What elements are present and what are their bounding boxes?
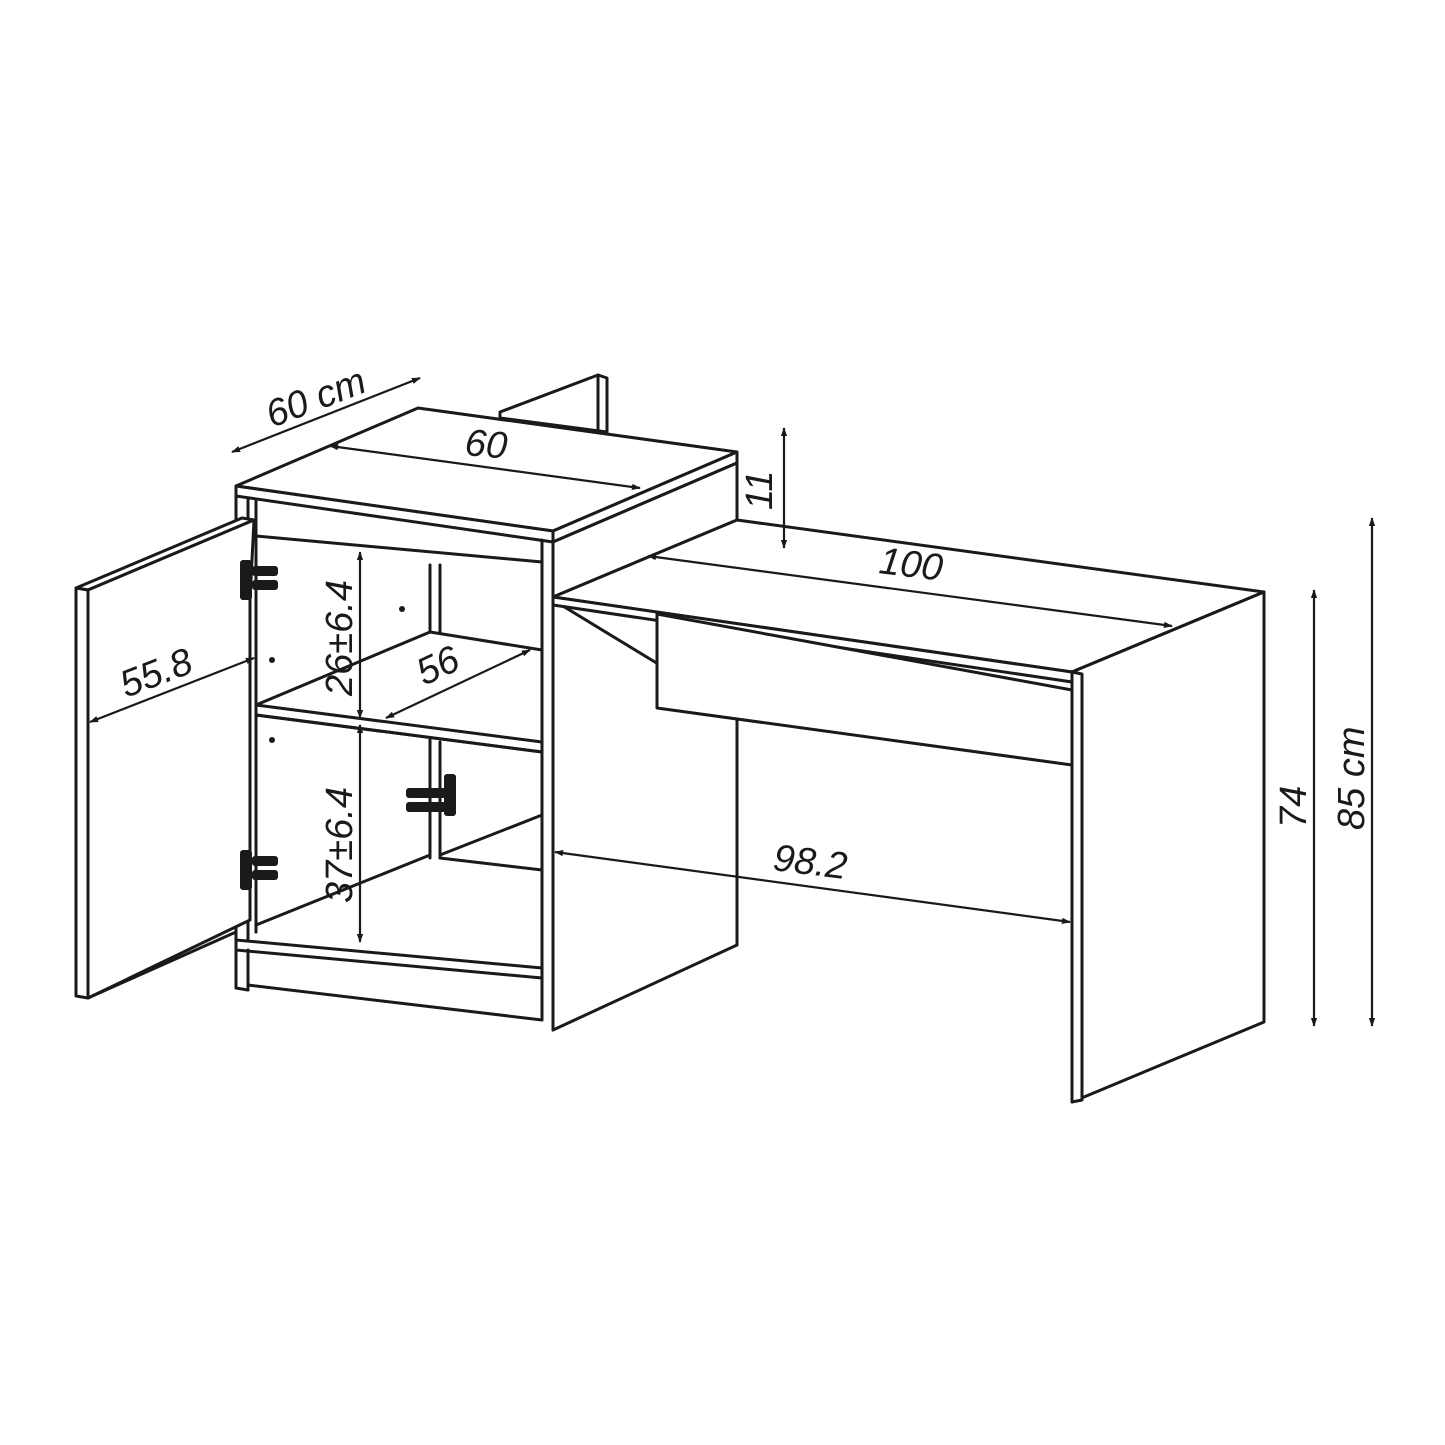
hinge-icon xyxy=(240,560,278,600)
cabinet-depth-label: 60 cm xyxy=(260,360,372,436)
shelf-pin-holes xyxy=(269,606,405,743)
upper-shelf-height-label: 26±6.4 xyxy=(319,580,361,697)
lower-shelf-height-label: 37±6.4 xyxy=(319,787,361,903)
cabinet-body xyxy=(234,461,739,1032)
hinge-icon xyxy=(240,850,278,890)
desk-leg-clearance-label: 98.2 xyxy=(771,837,850,888)
desk-length-label: 100 xyxy=(877,540,945,589)
hinge-icon xyxy=(406,774,456,816)
cabinet-bottom xyxy=(234,938,544,1022)
desk-height-label: 74 xyxy=(1273,786,1315,828)
dimension-lines xyxy=(89,376,1376,1027)
cabinet-door xyxy=(74,516,256,1000)
back-panel xyxy=(498,373,609,434)
total-height-label: 85 cm xyxy=(1331,727,1373,830)
cabinet-shelf xyxy=(254,703,544,754)
cabinet-width-label: 60 xyxy=(463,422,509,468)
shelf-depth-label: 56 xyxy=(410,638,467,694)
top-step-label: 11 xyxy=(739,471,781,510)
